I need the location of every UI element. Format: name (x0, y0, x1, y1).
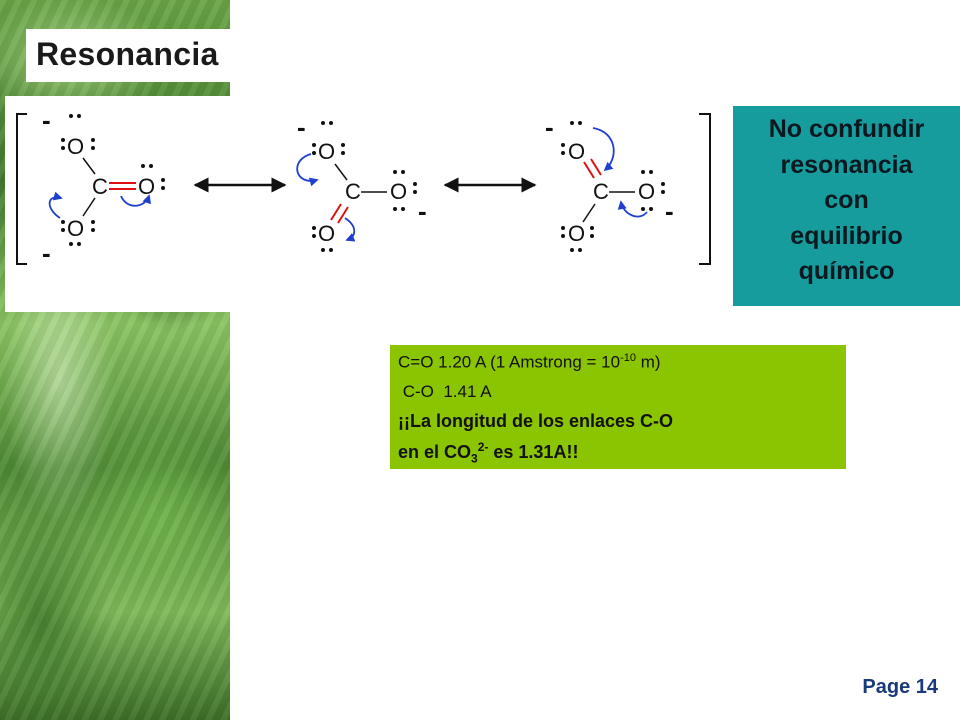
left-bracket-icon (16, 113, 27, 265)
oxygen-2-right: O (390, 179, 407, 204)
charge-2a: - (297, 112, 306, 142)
curved-electron-arrow-icon (120, 194, 151, 207)
slide-title: Resonancia (36, 36, 219, 72)
oxygen-1-bottom: O (67, 216, 84, 241)
callout-line: con (824, 186, 869, 214)
charge-3a: - (545, 112, 554, 142)
bond-info-note-line2: en el CO32- es 1.31A!! (398, 440, 579, 466)
callout-box (733, 106, 960, 306)
curved-electron-arrow-icon (344, 217, 356, 242)
charge-1b: - (42, 238, 51, 268)
charge-1a: - (42, 105, 51, 135)
callout-line: equilibrio (790, 221, 903, 250)
title-panel (26, 29, 248, 82)
curved-electron-arrow-icon (617, 200, 648, 218)
curved-electron-arrow-icon (48, 191, 63, 219)
carbon-2: C (345, 179, 361, 204)
resonance-diagram: - O C O O - (5, 96, 725, 312)
oxygen-3-top: O (568, 139, 585, 164)
bond-info-note-line1: ¡¡La longitud de los enlaces C-O (398, 411, 674, 431)
structure-3: - O C O - O (545, 112, 674, 252)
carbon-3: C (593, 179, 609, 204)
callout-line: No confundir (768, 115, 925, 143)
oxygen-2-top: O (318, 139, 335, 164)
callout-line: resonancia (780, 150, 913, 179)
structure-1: - O C O O - (42, 105, 165, 268)
oxygen-2-bottom: O (318, 221, 335, 246)
carbon-1: C (92, 174, 108, 199)
charge-2b: - (418, 196, 427, 226)
bond-info-box (390, 345, 846, 469)
oxygen-3-right: O (638, 179, 655, 204)
charge-3b: - (665, 196, 674, 226)
bond-length-co-double: C=O 1.20 A (1 Amstrong = 10-10 m) (398, 352, 661, 372)
curved-electron-arrow-icon (592, 127, 615, 172)
oxygen-1-top: O (67, 134, 84, 159)
resonance-structures-svg: - O C O O - (16, 105, 711, 268)
oxygen-3-bottom: O (568, 221, 585, 246)
oxygen-1-right: O (138, 174, 155, 199)
callout-text: No confundir resonancia con equilibrio q… (733, 112, 960, 290)
right-bracket-icon (699, 113, 711, 265)
page-number: Page 14 (862, 676, 938, 698)
bond-length-co-single: C-O 1.41 A (398, 382, 492, 401)
curved-electron-arrow-icon (296, 153, 319, 187)
callout-line: químico (798, 257, 895, 285)
structure-2: - O C O - O (296, 112, 427, 252)
